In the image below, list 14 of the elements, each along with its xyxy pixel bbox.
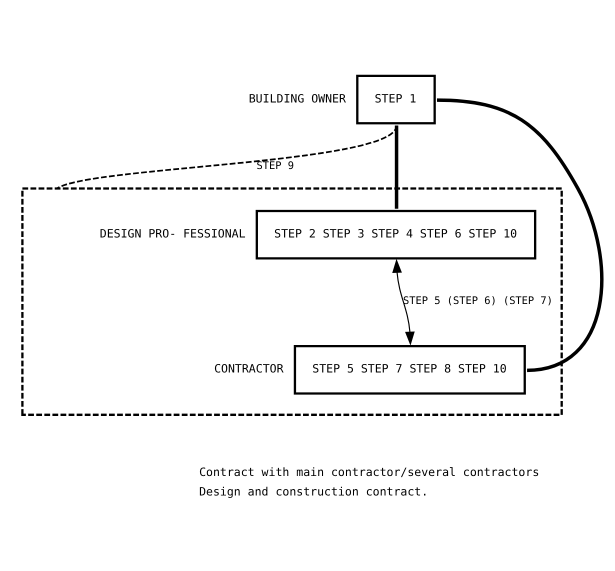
node-label: CONTRACTOR xyxy=(214,362,284,376)
node-box: STEP 2 STEP 3 STEP 4 STEP 6 STEP 10 xyxy=(256,210,536,260)
node-label: BUILDING OWNER xyxy=(248,91,346,106)
edge-label: STEP 9 xyxy=(256,160,294,172)
connector xyxy=(436,98,604,372)
node-box: STEP 1 xyxy=(356,74,436,124)
cluster xyxy=(21,187,563,416)
node-box: STEP 5 STEP 7 STEP 8 STEP 10 xyxy=(294,344,526,395)
arrow xyxy=(392,258,415,346)
connector xyxy=(394,126,398,209)
legend-label: Contract with main contractor/several contractors xyxy=(199,465,540,480)
node-label: DESIGN PRO- FESSIONAL xyxy=(100,226,246,241)
legend-label: Design and construction contract. xyxy=(199,484,428,499)
edge-label: STEP 5 (STEP 6) (STEP 7) xyxy=(403,295,553,308)
